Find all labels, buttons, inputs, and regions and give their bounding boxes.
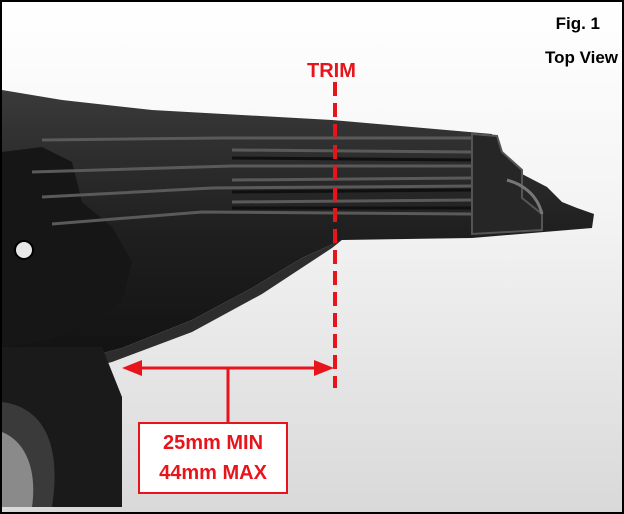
dimension-min: 25mm MIN — [162, 432, 264, 454]
part-end-cap — [471, 132, 543, 236]
dimension-arrow — [122, 360, 334, 422]
part-housing — [2, 147, 132, 347]
trim-label: TRIM — [307, 60, 356, 82]
figure-view-label: Top View — [544, 48, 618, 67]
part-ribs — [31, 136, 473, 226]
mounting-hole — [14, 240, 34, 260]
dimension-max: 44mm MAX — [159, 462, 267, 484]
figure-number: Fig. 1 — [555, 14, 600, 33]
dimension-callout: 25mm MIN 44mm MAX — [138, 422, 288, 494]
